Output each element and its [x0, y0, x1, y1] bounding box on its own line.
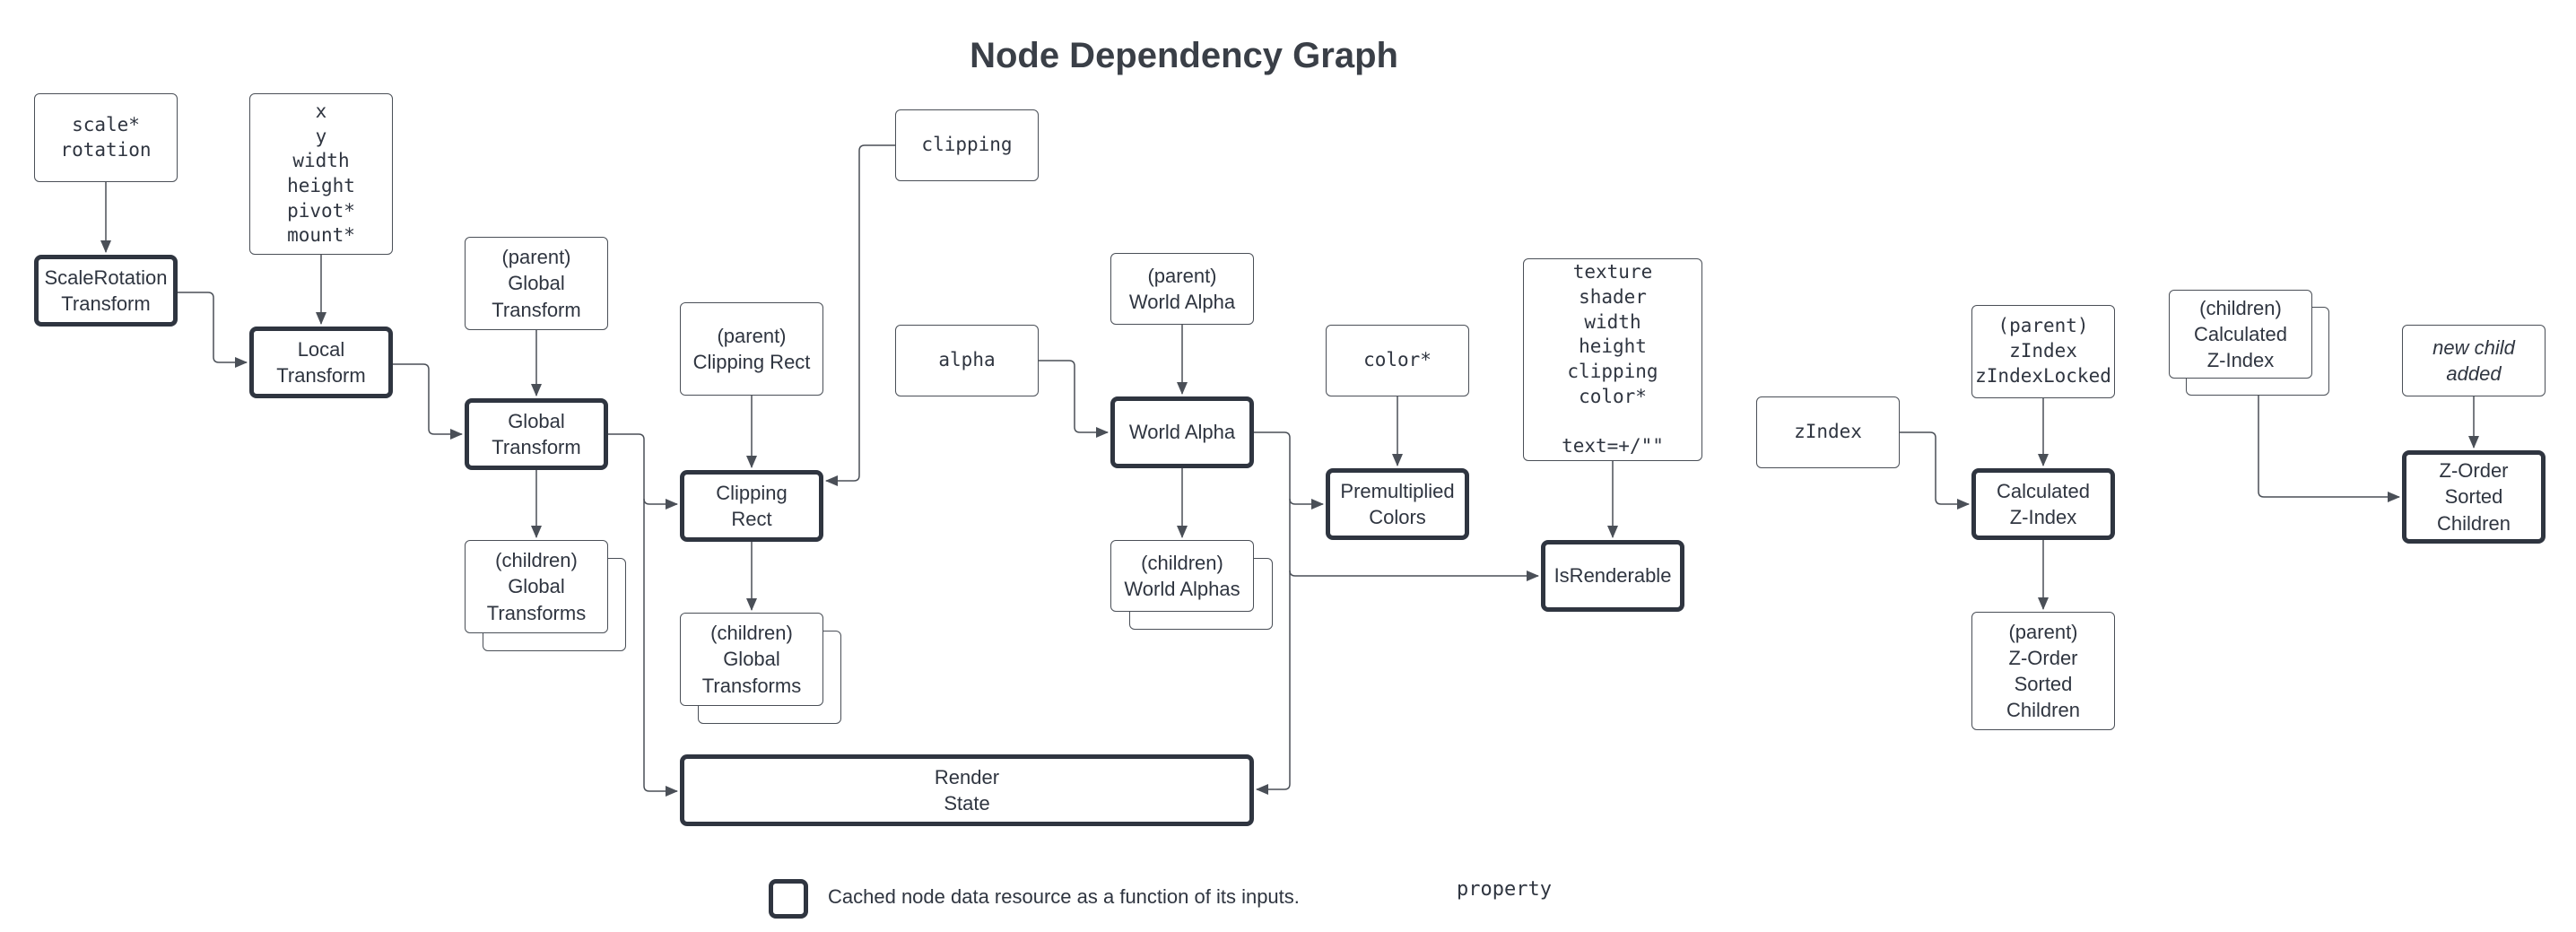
diagram-title: Node Dependency Graph [970, 36, 1398, 75]
calculated-zindex-text: Calculated Z-Index [1997, 479, 2090, 528]
edge-wa-to-premul [1289, 498, 1324, 510]
clipping-prop: clipping [895, 109, 1039, 181]
clipping-prop-text: clipping [921, 134, 1013, 156]
legend-cached-swatch [769, 879, 808, 919]
world-alpha-text: World Alpha [1128, 421, 1236, 444]
new-child-added-text: new child added [2432, 335, 2515, 385]
edge-wa-to-renderable [1289, 570, 1539, 581]
position-size-props: x y width height pivot* mount* [249, 93, 393, 255]
is-renderable-node: IsRenderable [1541, 540, 1684, 612]
alpha-prop: alpha [895, 325, 1039, 396]
edge-global-trunk [608, 433, 678, 797]
global-transform-node: Global Transform [465, 398, 608, 470]
edge-srt-to-local [178, 292, 248, 368]
parent-world-alpha-node: (parent) World Alpha [1110, 253, 1254, 325]
premultiplied-colors-node: Premultiplied Colors [1326, 468, 1469, 540]
local-transform-text: Local Transform [276, 337, 366, 387]
children-calculated-zindex-node: (children) Calculated Z-Index [2169, 290, 2312, 379]
edge-clipping-to-clip [825, 144, 895, 486]
color-prop: color* [1326, 325, 1469, 396]
scale-rotation-props: scale* rotation [34, 93, 178, 182]
children-global-transforms-2-text: (children) Global Transforms [701, 622, 802, 697]
renderable-props: texture shader width height clipping col… [1523, 258, 1702, 461]
children-world-alphas-text: (children) World Alphas [1124, 551, 1240, 600]
scale-rotation-transform-node: ScaleRotation Transform [34, 255, 178, 327]
children-world-alphas-node: (children) World Alphas [1110, 540, 1254, 612]
legend-cached-description: Cached node data resource as a function … [828, 885, 1300, 908]
children-global-transforms-1-node: (children) Global Transforms [465, 540, 608, 633]
zorder-sorted-children-node: Z-Order Sorted Children [2402, 450, 2546, 544]
parent-world-alpha-text: (parent) World Alpha [1128, 264, 1236, 313]
scale-rotation-transform-text: ScaleRotation Transform [44, 266, 168, 315]
zindex-prop: zIndex [1756, 396, 1900, 468]
global-transform-text: Global Transform [492, 409, 581, 458]
parent-global-transform-text: (parent) Global Transform [492, 246, 581, 321]
render-state-text: Render State [934, 765, 1000, 814]
parent-zindex-node: (parent) zIndex zIndexLocked [1971, 305, 2115, 398]
position-size-text: x y width height pivot* mount* [287, 100, 355, 247]
parent-zorder-node: (parent) Z-Order Sorted Children [1971, 612, 2115, 730]
color-prop-text: color* [1363, 349, 1432, 371]
zorder-sorted-children-text: Z-Order Sorted Children [2437, 459, 2511, 535]
parent-clipping-rect-node: (parent) Clipping Rect [680, 302, 823, 396]
clipping-rect-text: Clipping Rect [716, 481, 788, 530]
alpha-prop-text: alpha [938, 349, 996, 371]
parent-clipping-rect-text: (parent) Clipping Rect [692, 324, 811, 373]
renderable-props-text: texture shader width height clipping col… [1562, 261, 1664, 457]
edge-local-to-global [393, 363, 463, 440]
edge-alpha-to-wa [1039, 360, 1109, 438]
parent-zorder-text: (parent) Z-Order Sorted Children [2006, 620, 2080, 722]
children-calculated-zindex-text: (children) Calculated Z-Index [2194, 296, 2287, 372]
calculated-zindex-node: Calculated Z-Index [1971, 468, 2115, 540]
premultiplied-colors-text: Premultiplied Colors [1340, 479, 1455, 528]
scale-rotation-text: scale* rotation [60, 113, 152, 161]
legend-property-label: property [1457, 878, 1552, 901]
edge-zindex-to-calc [1900, 431, 1970, 510]
clipping-rect-node: Clipping Rect [680, 470, 823, 542]
edge-group [100, 144, 2479, 797]
parent-global-transform-node: (parent) Global Transform [465, 237, 608, 330]
is-renderable-text: IsRenderable [1553, 564, 1672, 588]
local-transform-node: Local Transform [249, 327, 393, 398]
edge-global-to-clip [643, 498, 678, 510]
world-alpha-node: World Alpha [1110, 396, 1254, 468]
children-global-transforms-1-text: (children) Global Transforms [486, 549, 587, 624]
render-state-node: Render State [680, 754, 1254, 826]
edge-childz-to-zorder [2258, 396, 2400, 502]
children-global-transforms-2-node: (children) Global Transforms [680, 613, 823, 706]
parent-zindex-text: (parent) zIndex zIndexLocked [1975, 315, 2111, 387]
new-child-added-node: new child added [2402, 325, 2546, 396]
edge-wa-trunk [1254, 431, 1291, 795]
zindex-prop-text: zIndex [1794, 421, 1862, 443]
